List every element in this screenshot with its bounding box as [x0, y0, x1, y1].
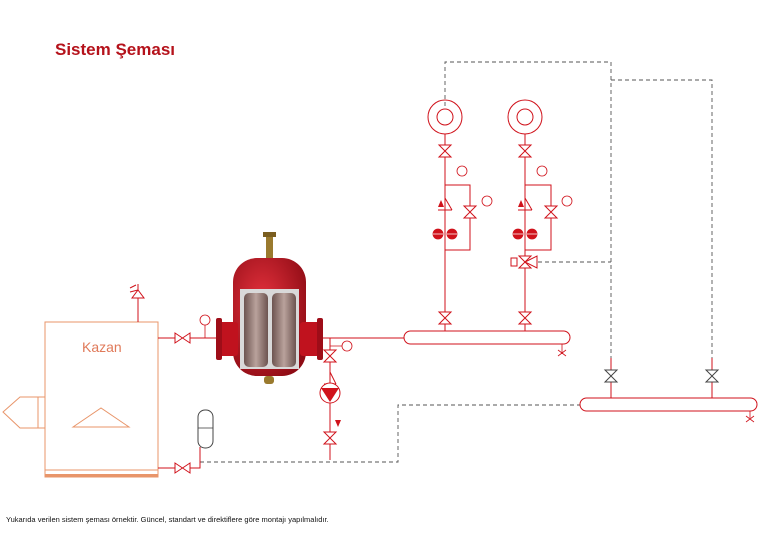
page-title: Sistem Şeması — [55, 40, 176, 59]
check-valves — [324, 197, 533, 385]
twin-pump-2 — [512, 228, 538, 240]
valves — [174, 144, 720, 474]
circulation-pump — [319, 382, 341, 404]
collector-lower — [579, 397, 758, 423]
safety-valve — [129, 284, 145, 299]
dirt-air-separator — [216, 232, 323, 384]
supply-pipes — [137, 134, 713, 469]
collector-upper — [403, 330, 571, 357]
footer-note: Yukarıda verilen sistem şeması örnektir.… — [6, 515, 329, 524]
boiler: Kazan — [2, 321, 159, 478]
twin-pump-1 — [432, 228, 458, 240]
thermometers — [199, 165, 573, 352]
boiler-label: Kazan — [82, 339, 122, 355]
heat-consumer-1 — [427, 99, 463, 135]
three-way-valve — [510, 255, 538, 269]
heat-consumer-2 — [507, 99, 543, 135]
flow-arrows — [335, 200, 524, 427]
expansion-tank — [197, 409, 214, 449]
return-lines — [200, 61, 713, 463]
